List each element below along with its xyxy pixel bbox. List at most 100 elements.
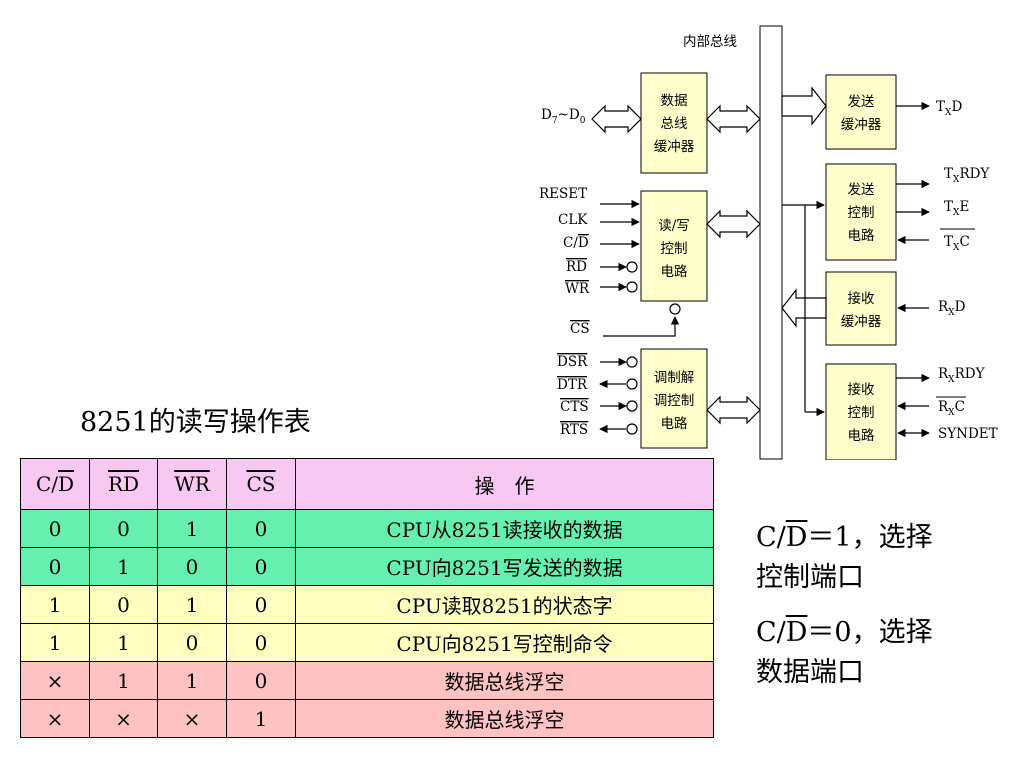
cell-operation: CPU向8251写发送的数据	[295, 547, 714, 586]
header-rd: RD	[89, 458, 158, 510]
txc-label: TXC	[944, 234, 970, 253]
cell-cd: 0	[20, 547, 90, 586]
modem-control-block	[640, 348, 708, 449]
header-operation: 操 作	[295, 458, 714, 510]
header-cd: C/D	[20, 458, 90, 510]
modem-control-line2: 调控制	[654, 393, 695, 409]
cell-operation: CPU向8251写控制命令	[295, 623, 714, 662]
cell-operation: CPU读取8251的状态字	[295, 585, 714, 624]
cs-inversion-bubble	[669, 303, 681, 315]
internal-bus-label: 内部总线	[683, 34, 737, 50]
rx-buffer-to-bus-arrow	[781, 288, 827, 328]
cell-operation: 数据总线浮空	[295, 699, 714, 738]
dsr-label: DSR	[557, 354, 588, 370]
rw-control-line1: 读/写	[658, 218, 690, 234]
rw-control-line3: 电路	[661, 264, 689, 280]
table-title: 8251的读写操作表	[80, 407, 311, 438]
wr-inversion-bubble	[626, 281, 638, 293]
reset-label: RESET	[539, 186, 587, 202]
cell-wr: 1	[157, 509, 227, 548]
tx-control-line2: 控制	[848, 205, 875, 221]
cs-line	[603, 316, 680, 337]
dtr-inversion-bubble	[626, 378, 638, 390]
rx-control-block	[825, 363, 897, 460]
modem-control-line1: 调制解	[654, 370, 695, 386]
rxrdy-label: RXRDY	[938, 366, 986, 385]
rw-control-block	[640, 190, 708, 302]
cell-wr: 0	[157, 547, 227, 586]
data-bus-buffer-line2: 总线	[661, 116, 688, 132]
tx-control-line1: 发送	[848, 182, 876, 198]
cell-operation: 数据总线浮空	[295, 661, 714, 700]
modem-control-bus-double-arrow	[706, 395, 761, 425]
cell-wr: 1	[157, 585, 227, 624]
rx-buffer-block	[825, 271, 897, 346]
rxd-label: RXD	[938, 299, 966, 318]
tx-buffer-block	[825, 74, 897, 150]
cell-cs: 0	[226, 585, 296, 624]
cell-cd: 1	[20, 585, 90, 624]
dtr-label: DTR	[557, 377, 588, 393]
data-pins-double-arrow	[591, 104, 642, 134]
header-wr: WR	[157, 458, 227, 510]
rxc-label: RXC	[938, 399, 965, 418]
cd-label: C/D	[563, 235, 589, 251]
cell-cd: 0	[20, 509, 90, 548]
cell-cs: 0	[226, 623, 296, 662]
rx-control-line2: 控制	[848, 405, 875, 421]
cell-cd: 1	[20, 623, 90, 662]
cell-rd: 0	[89, 585, 158, 624]
tx-control-line3: 电路	[848, 228, 876, 244]
cell-cd: ×	[20, 699, 90, 738]
note-control-port: C/D＝1，选择控制端口	[756, 522, 933, 593]
rx-buffer-line1: 接收	[848, 290, 876, 307]
rx-control-line3: 电路	[848, 428, 876, 444]
table-row: 1 0 1 0 CPU读取8251的状态字	[20, 585, 714, 624]
txe-label: TXE	[944, 199, 969, 218]
cell-operation: CPU从8251读接收的数据	[295, 509, 714, 548]
txd-label: TXD	[936, 99, 962, 118]
cell-wr: 1	[157, 661, 227, 700]
tx-buffer-line2: 缓冲器	[841, 117, 882, 133]
cell-cs: 0	[226, 661, 296, 700]
cell-rd: 1	[89, 661, 158, 700]
data-bus-buffer-line1: 数据	[661, 93, 688, 109]
table-row: 0 1 0 0 CPU向8251写发送的数据	[20, 547, 714, 586]
cell-rd: ×	[89, 699, 158, 738]
rts-label: RTS	[560, 422, 588, 438]
cell-rd: 1	[89, 623, 158, 662]
txrdy-label: TXRDY	[944, 166, 990, 185]
rd-label: RD	[566, 259, 587, 275]
block-diagram: 内部总线 数据 总线 缓冲器 D7~D0 读/写 控制 电路 RESET CLK…	[539, 25, 998, 460]
header-cs: CS	[226, 458, 296, 510]
rd-inversion-bubble	[626, 261, 638, 273]
cell-wr: 0	[157, 623, 227, 662]
cell-rd: 1	[89, 547, 158, 586]
cell-cs: 0	[226, 509, 296, 548]
rx-buffer-line2: 缓冲器	[841, 314, 882, 330]
rw-control-line2: 控制	[661, 241, 688, 257]
modem-control-line3: 电路	[661, 416, 689, 432]
clk-label: CLK	[558, 212, 588, 228]
table-row: 1 1 0 0 CPU向8251写控制命令	[20, 623, 714, 662]
data-bus-pins-label: D7~D0	[541, 107, 586, 126]
cell-wr: ×	[157, 699, 227, 738]
cell-rd: 0	[89, 509, 158, 548]
table-row: 0 0 1 0 CPU从8251读接收的数据	[20, 509, 714, 548]
table-row: × × × 1 数据总线浮空	[20, 699, 714, 738]
syndet-label: SYNDET	[938, 426, 998, 442]
cell-cd: ×	[20, 661, 90, 700]
data-buffer-bus-double-arrow	[706, 104, 761, 134]
rts-inversion-bubble	[626, 423, 638, 435]
internal-bus	[759, 25, 783, 460]
wr-label: WR	[565, 281, 590, 297]
cs-label: CS	[570, 321, 590, 337]
cts-inversion-bubble	[626, 400, 638, 412]
data-bus-buffer-block	[640, 72, 708, 174]
rx-control-line1: 接收	[848, 381, 876, 398]
cell-cs: 1	[226, 699, 296, 738]
tx-control-block	[825, 163, 897, 261]
dsr-inversion-bubble	[626, 356, 638, 368]
data-bus-buffer-line3: 缓冲器	[654, 139, 695, 155]
